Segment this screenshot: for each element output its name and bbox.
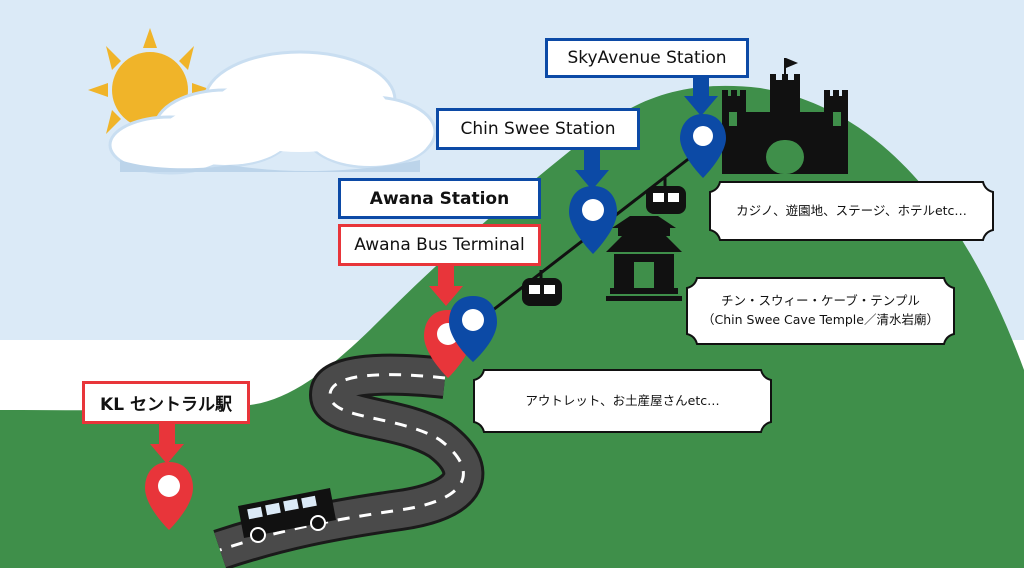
callout-box-chinswee [686,277,955,345]
down-arrow-icon [429,266,463,306]
temple-icon [606,216,682,301]
down-arrow-icon [150,424,184,464]
cable-car-icon [522,270,562,306]
station-label-awana-bus: Awana Bus Terminal [338,224,541,266]
callout-text-chinswee-line1: チン・スウィー・ケーブ・テンプル [721,293,920,309]
castle-icon [722,58,848,174]
road [213,353,485,568]
callout-text-chinswee: チン・スウィー・ケーブ・テンプル （Chin Swee Cave Temple／… [689,280,952,342]
cable-car-icon [646,178,686,214]
station-label-chinswee: Chin Swee Station [436,108,640,150]
map-pin-icon [145,462,193,530]
callout-text-chinswee-line2: （Chin Swee Cave Temple／清水岩廟） [702,312,939,327]
callout-box-awana [473,369,772,433]
callout-text-awana: アウトレット、お土産屋さんetc… [525,392,720,408]
map-pin-icon [680,114,726,178]
map-pin-icon [569,186,617,254]
station-label-awana: Awana Station [338,178,541,219]
down-arrow-icon [684,76,718,116]
station-label-kl-sentral: KL セントラル駅 [82,381,250,424]
bus-icon [238,488,336,543]
station-label-skyavenue: SkyAvenue Station [545,38,749,78]
map-pin-icon [449,296,497,362]
callout-text-skyavenue: カジノ、遊園地、ステージ、ホテルetc… [736,202,967,218]
callout-box-skyavenue [709,181,994,241]
down-arrow-icon [575,150,609,190]
